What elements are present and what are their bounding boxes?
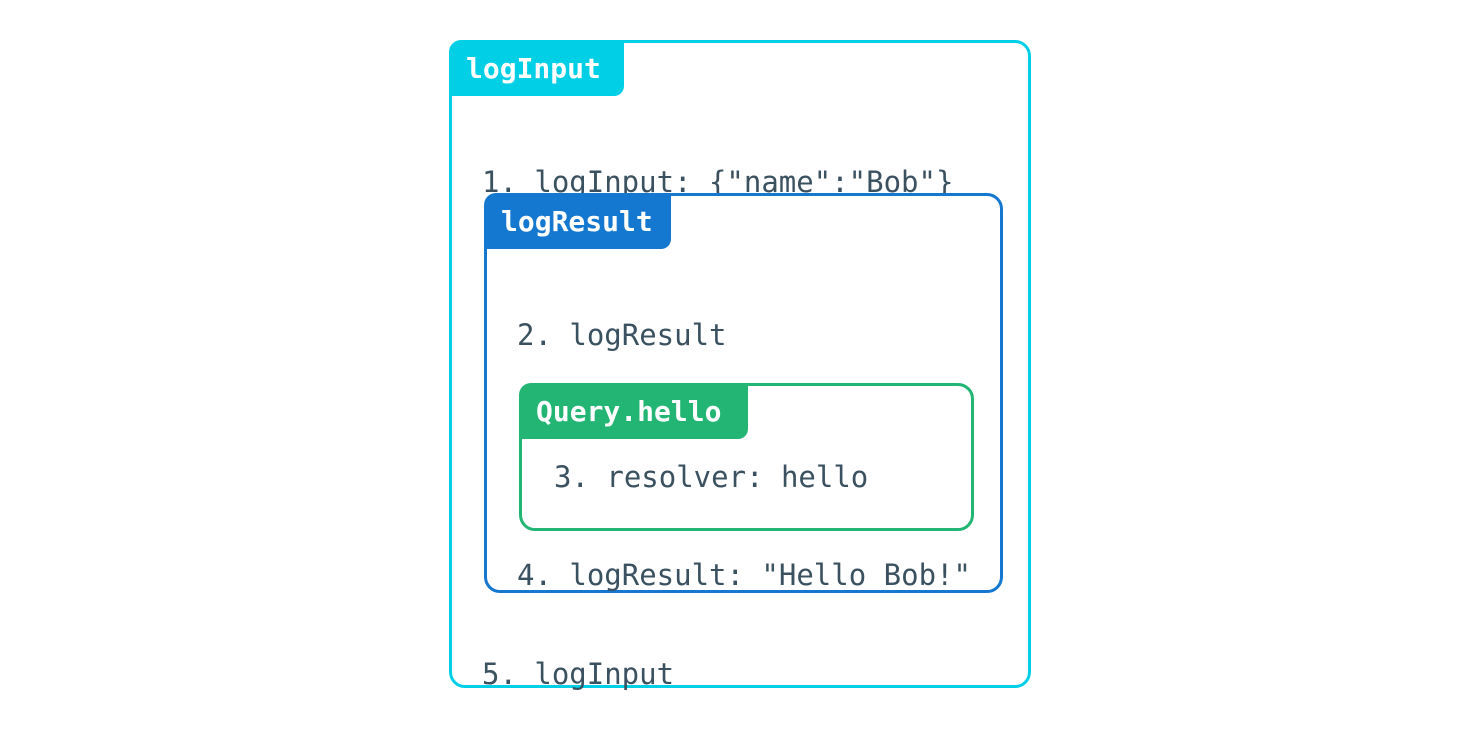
trace-box-logresult[interactable]: logResult 2. logResult Query.hello 3. re…: [484, 193, 1003, 593]
log-line-3: 3. resolver: hello: [554, 460, 869, 494]
trace-tab-loginput[interactable]: logInput: [449, 40, 624, 96]
trace-tab-query-hello-label: Query.hello: [536, 394, 722, 428]
trace-tab-logresult-label: logResult: [501, 204, 653, 238]
log-line-5: 5. logInput: [482, 657, 675, 691]
trace-tab-query-hello[interactable]: Query.hello: [519, 383, 748, 439]
log-line-2: 2. logResult: [517, 318, 727, 352]
log-line-4: 4. logResult: "Hello Bob!": [517, 558, 971, 592]
trace-box-loginput[interactable]: logInput 1. logInput: {"name":"Bob"} log…: [449, 40, 1031, 691]
trace-tab-loginput-label: logInput: [466, 51, 601, 85]
trace-box-query-hello[interactable]: Query.hello 3. resolver: hello: [519, 383, 974, 531]
trace-tab-logresult[interactable]: logResult: [484, 193, 671, 249]
